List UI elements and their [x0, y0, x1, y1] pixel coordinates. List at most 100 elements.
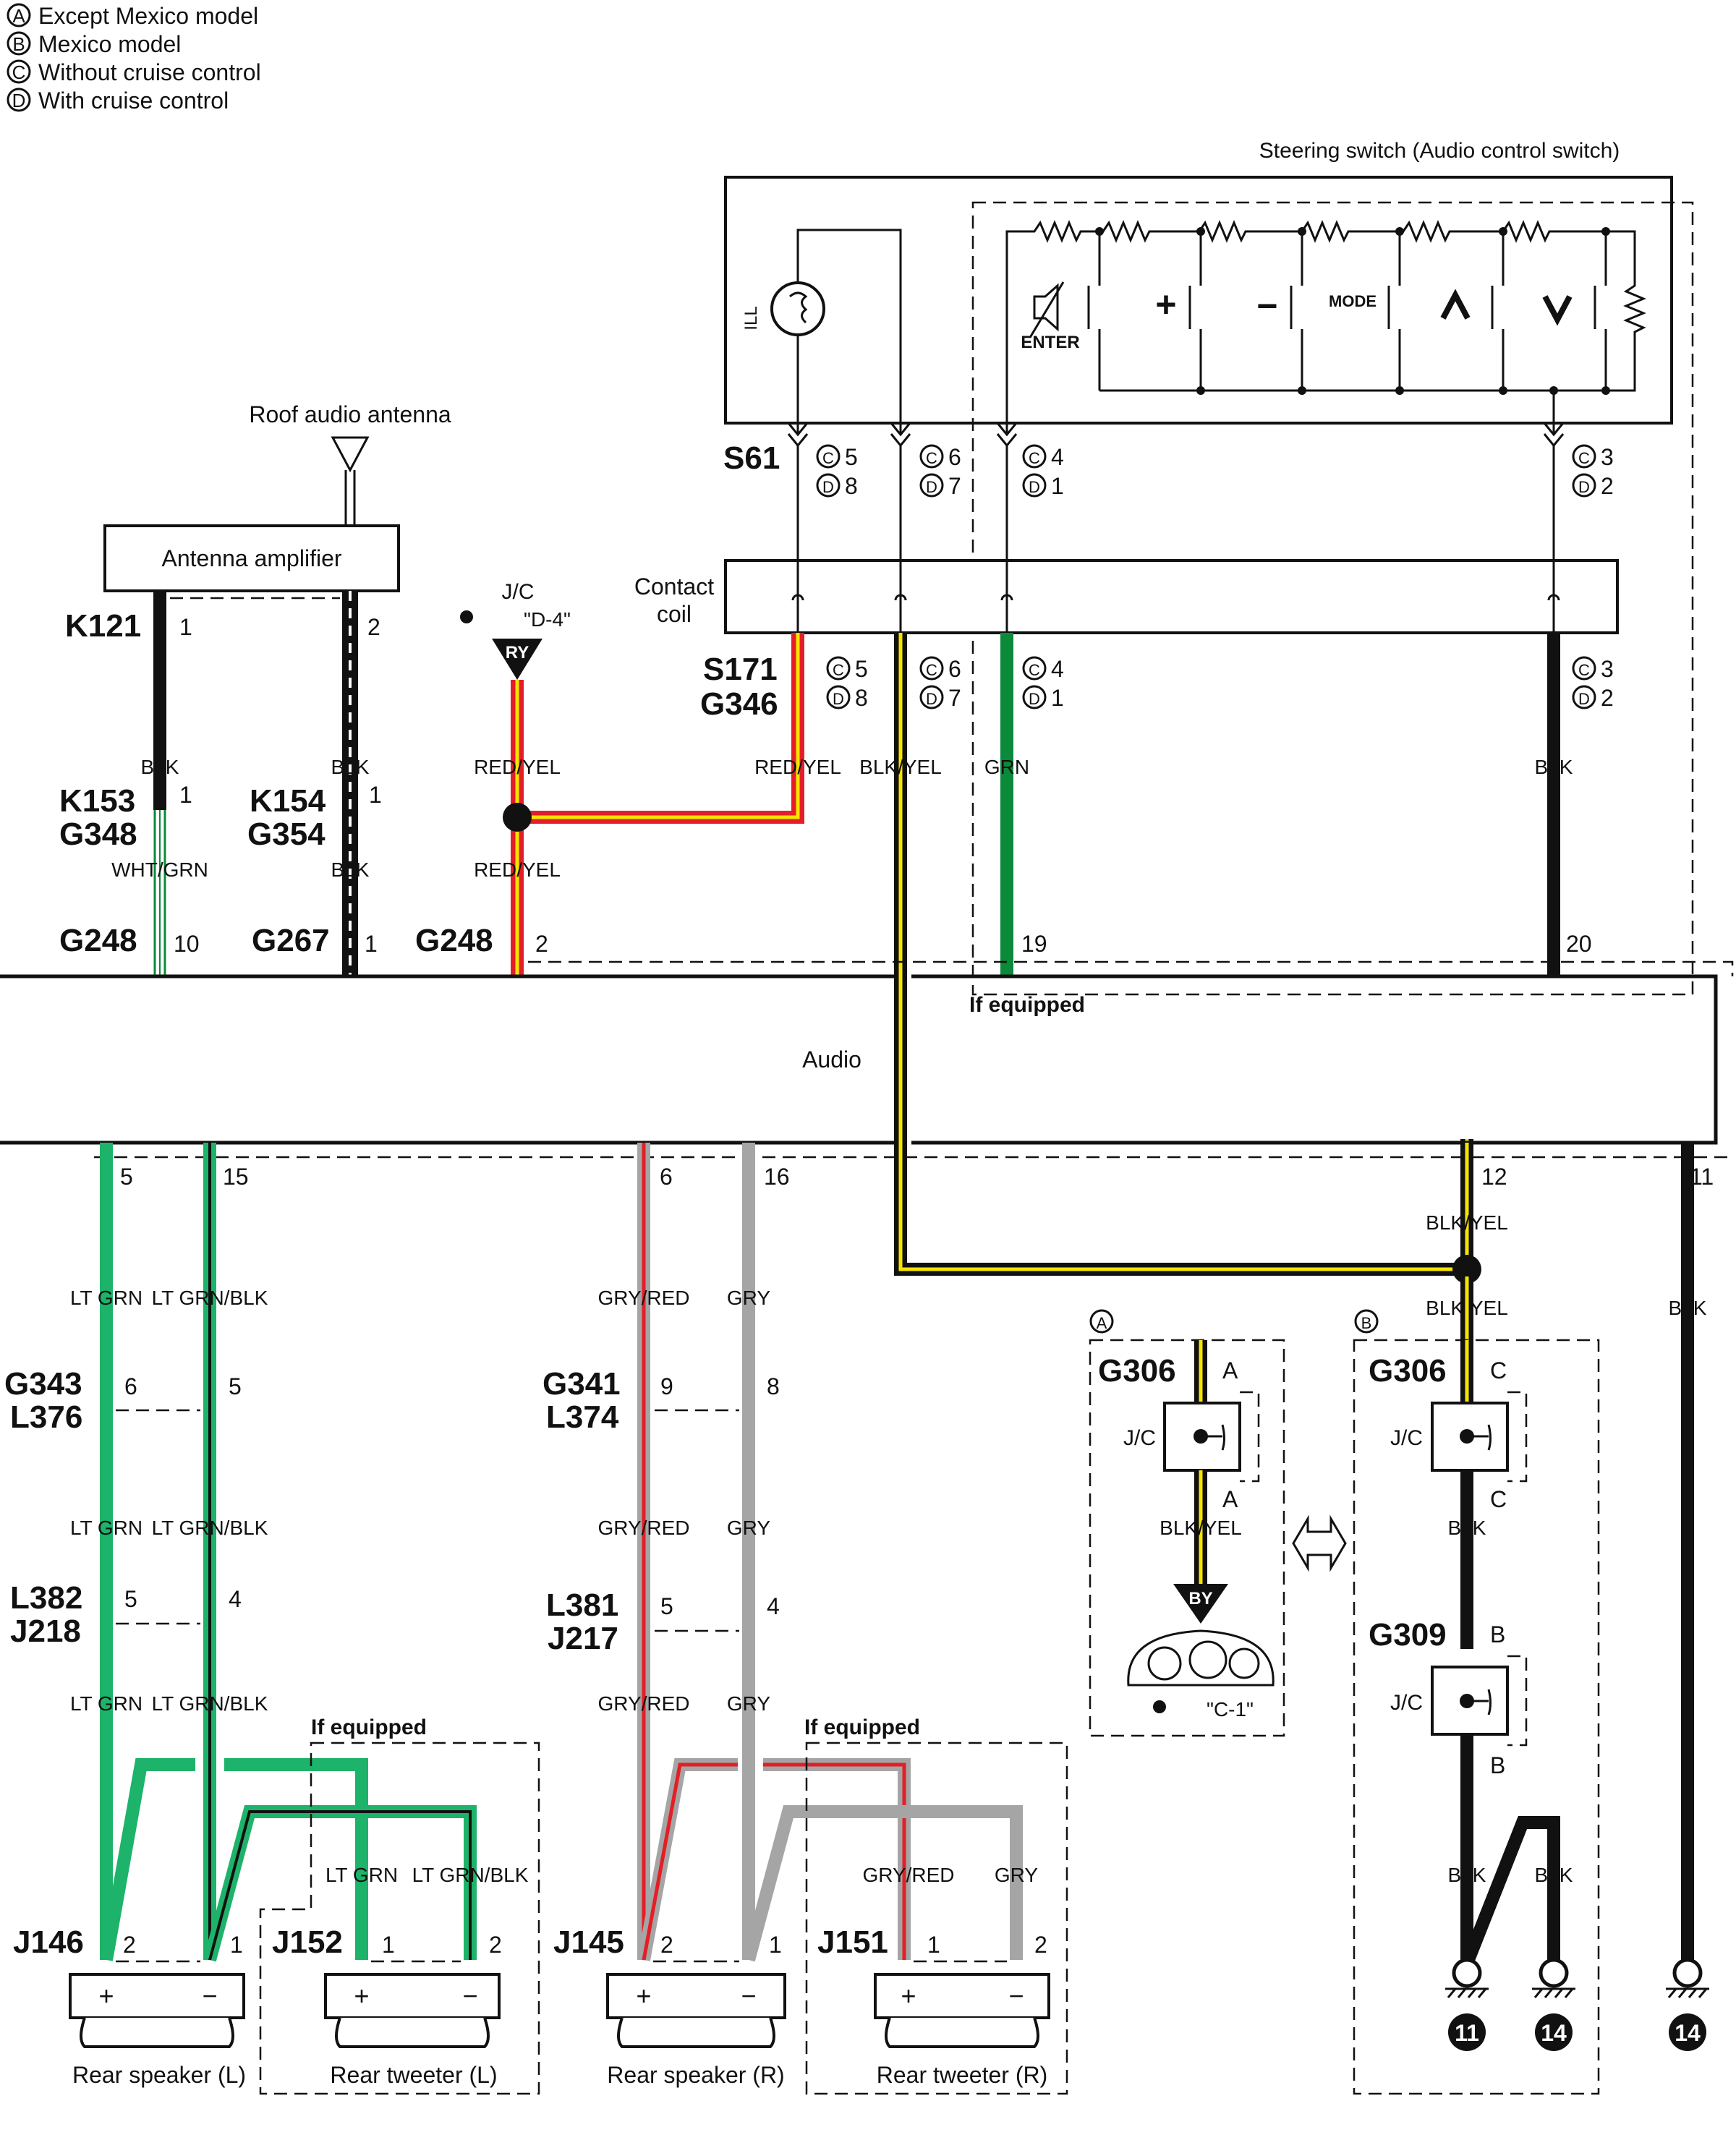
down-arrow-icon: [1542, 295, 1573, 326]
audio-label: Audio: [802, 1046, 861, 1073]
meter-icon: [1127, 1629, 1275, 1687]
up-arrow-icon: [1440, 289, 1471, 320]
j152-label: J152: [272, 1924, 343, 1960]
g248-label-1: G248: [59, 923, 137, 958]
k153-pin: 1: [179, 782, 192, 808]
g341-pin9: 9: [660, 1373, 673, 1399]
svg-text:D: D: [833, 690, 844, 708]
ill-filament-icon: [788, 291, 808, 324]
g306a-pin-a2: A: [1222, 1486, 1238, 1512]
s61-c6: 6: [948, 444, 961, 470]
alternative-arrow-icon: [1292, 1514, 1347, 1572]
jc-label-a: J/C: [1123, 1426, 1156, 1450]
s61-c3: 3: [1601, 444, 1614, 470]
wire-label-gry-red-1: GRY/RED: [597, 1287, 689, 1309]
s171-d1: 1: [1051, 685, 1064, 711]
wire-blk-yel: [894, 633, 1473, 1276]
wire-label-lt-grn-blk-1: LT GRN/BLK: [152, 1287, 268, 1309]
j152-pin1: 1: [382, 1932, 395, 1958]
audio-pin19: 19: [1021, 931, 1047, 957]
s61-d1: 1: [1051, 473, 1064, 499]
rear-speaker-l: + − Rear speaker (L): [69, 1973, 246, 2088]
l381-pin5: 5: [660, 1593, 673, 1619]
mode-label: MODE: [1329, 292, 1377, 310]
l376-label: L376: [10, 1399, 82, 1435]
g306-label-b: G306: [1369, 1353, 1447, 1389]
j145-label: J145: [553, 1924, 624, 1960]
l381-label: L381: [546, 1587, 618, 1623]
steering-switch: Steering switch (Audio control switch) I…: [724, 139, 1694, 996]
antenna-amplifier-label: Antenna amplifier: [161, 545, 341, 571]
variant-b-mark: B: [1361, 1314, 1372, 1332]
wire-label-blk-yel-1: BLK/YEL: [859, 756, 942, 778]
if-equipped-label-3: If equipped: [804, 1715, 920, 1739]
s171-c5: 5: [855, 656, 868, 682]
ry-label: RY: [506, 643, 529, 662]
legend-item-d: D With cruise control: [7, 88, 229, 114]
s61-pins: C 5 D 8 C 6 D 7 C 4 D 1 C 3 D 2: [816, 444, 1614, 499]
ground-14b-label: 14: [1675, 2020, 1701, 2046]
wire-label-blk-yel-4: BLK/YEL: [1160, 1517, 1242, 1539]
rear-speaker-r-plus: +: [636, 1981, 651, 2011]
svg-text:D: D: [1029, 690, 1040, 708]
g341-label: G341: [542, 1366, 621, 1402]
s171-c3: 3: [1601, 656, 1614, 682]
variant-a-mark: A: [1097, 1314, 1107, 1332]
s61-d8: 8: [845, 473, 858, 499]
legend-item-c: C Without cruise control: [7, 59, 261, 85]
s171-c6: 6: [948, 656, 961, 682]
rear-speaker-l-minus: −: [202, 1981, 217, 2011]
l382-label: L382: [10, 1580, 82, 1616]
wire-label-gry-2: GRY: [727, 1517, 770, 1539]
g346-label: G346: [700, 686, 778, 722]
rear-tweeter-l-label: Rear tweeter (L): [330, 2062, 497, 2088]
variant-a: A G306 A J/C A BLK/YEL BY "C-1": [1089, 1309, 1285, 1737]
rear-tweeter-l-plus: +: [354, 1981, 369, 2011]
svg-text:D: D: [1029, 478, 1040, 496]
wire-label-blk-6: BLK: [1448, 1517, 1486, 1539]
rear-speaker-r: + − Rear speaker (R): [606, 1973, 786, 2088]
wire-label-blk-5: BLK: [1669, 1297, 1707, 1319]
splice-point-2: [1452, 1255, 1481, 1284]
jc-label-b1: J/C: [1390, 1426, 1423, 1450]
wire-label-blk-yel-2: BLK/YEL: [1426, 1211, 1508, 1234]
ground-14-b: 14: [1666, 1958, 1709, 2051]
eye-icon: [460, 610, 473, 623]
svg-text:C: C: [822, 449, 834, 467]
g341-pin8: 8: [767, 1373, 780, 1399]
contact-coil: Contact coil: [634, 559, 1619, 634]
s61-connector: S61: [723, 422, 1565, 560]
svg-text:D: D: [926, 690, 937, 708]
antenna-icon: [331, 436, 370, 473]
legend-text-d: With cruise control: [38, 88, 229, 114]
wire-red-yel-s171: [517, 633, 804, 824]
ground-14a-label: 14: [1541, 2020, 1567, 2046]
legend-text-c: Without cruise control: [38, 59, 261, 85]
enter-label: ENTER: [1021, 333, 1079, 352]
s171-g346-connector: S171 G346 C 5 D 8 C 6 D 7 C 4 D 1 C 3 D …: [700, 652, 1614, 722]
contact-coil-label-2: coil: [657, 601, 692, 627]
legend-mark-c: C: [12, 61, 26, 83]
g343-pin6: 6: [124, 1373, 137, 1399]
roof-antenna-label: Roof audio antenna: [249, 401, 451, 427]
s61-c4: 4: [1051, 444, 1064, 470]
ill-lamp-icon: [770, 281, 825, 336]
wire-label-wht-grn: WHT/GRN: [111, 858, 208, 881]
j152-pin2: 2: [489, 1932, 502, 1958]
audio-pin6: 6: [660, 1164, 673, 1190]
tweeter-r-if-equipped: [805, 1742, 1068, 2095]
k121-pin2: 2: [367, 614, 380, 640]
audio-pin12: 12: [1481, 1164, 1507, 1190]
minus-switch-icon: −: [1256, 286, 1277, 326]
j217-label: J217: [548, 1621, 618, 1656]
splice-point-1: [503, 803, 532, 832]
legend-text-a: Except Mexico model: [38, 3, 258, 29]
mute-icon: [1029, 281, 1065, 337]
svg-text:C: C: [1029, 449, 1040, 467]
wire-label-lt-grn-2: LT GRN: [70, 1517, 142, 1539]
rear-tweeter-r-plus: +: [901, 1981, 916, 2011]
legend: A Except Mexico model B Mexico model C W…: [7, 3, 261, 114]
wire-label-grn: GRN: [984, 756, 1029, 778]
wire-label-gry-1: GRY: [727, 1287, 770, 1309]
